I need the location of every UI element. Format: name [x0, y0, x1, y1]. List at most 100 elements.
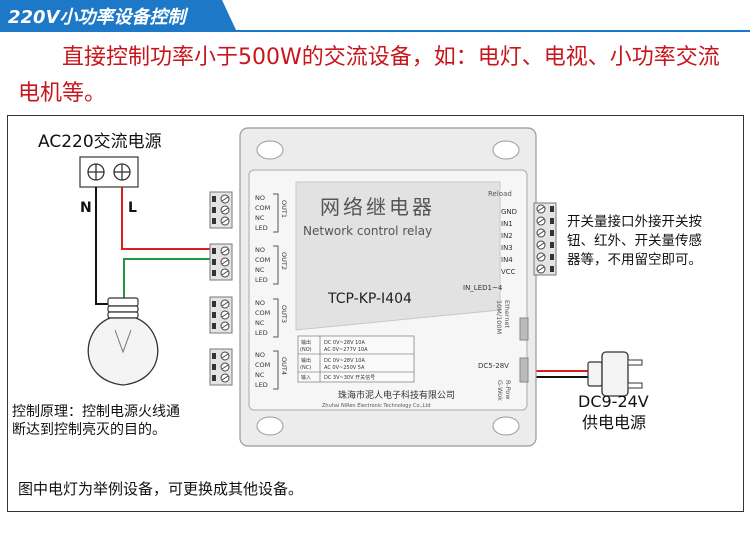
relay-pin-label: NO [255, 246, 265, 254]
spec-line: AC 0V~277V 10A [324, 347, 368, 353]
ethernet-label: Ethernet [503, 300, 511, 328]
relay-pin-label: NC [255, 319, 265, 327]
power-line2: 供电电源 [582, 413, 646, 432]
wire-slot [212, 218, 216, 224]
gwok-label: G-Wok [496, 380, 504, 401]
rpow-label: R-Pow [504, 380, 512, 400]
reload-label: Reload [488, 190, 512, 198]
relay-bracket [273, 245, 279, 285]
screw-slot [221, 312, 229, 318]
screw-slot [221, 364, 229, 370]
input-label: IN1 [501, 220, 513, 228]
mount-hole-tr [492, 140, 520, 160]
header-tab [0, 0, 236, 30]
wire-slot [212, 323, 216, 329]
wire-slot [550, 254, 554, 260]
screw-slot [221, 301, 229, 307]
spec-line: DC 0V~28V 10A [324, 340, 365, 346]
relay-pin-label: LED [255, 224, 268, 232]
wire-slot [212, 270, 216, 276]
relay-bracket [273, 193, 279, 233]
screw-slot [221, 259, 229, 265]
spec-table: 输出 (NO) DC 0V~28V 10A AC 0V~277V 10A 输出 … [297, 335, 415, 383]
header-title: 220V小功率设备控制 [8, 7, 186, 28]
screw-slot [537, 242, 545, 248]
input-label: IN4 [501, 256, 513, 264]
relay-name: OUT2 [280, 252, 288, 270]
relay-pin-label: NO [255, 351, 265, 359]
switch-note-line2: 钮、红外、开关量传感 [567, 232, 702, 249]
ethernet-port [519, 317, 529, 341]
dc-port [519, 357, 529, 383]
spec-sub: (NO) [300, 347, 312, 353]
relay-bracket [273, 298, 279, 338]
wire-slot [212, 375, 216, 381]
wire-slot [550, 266, 554, 272]
live-wire [121, 187, 214, 250]
relay-name: OUT4 [280, 357, 288, 375]
neutral-wire [95, 187, 112, 305]
relay-pin-label: NC [255, 371, 265, 379]
mount-hole-bl [256, 416, 284, 436]
spec-line: DC 0V~28V 10A [324, 358, 365, 364]
relay-name: OUT3 [280, 305, 288, 323]
relay-channel: NO COM NC LED OUT2 [209, 243, 288, 285]
relay-pin-label: LED [255, 329, 268, 337]
relay-pin-label: COM [255, 204, 270, 212]
relay-pin-label: LED [255, 276, 268, 284]
wire-slot [212, 353, 216, 359]
screw-slot [221, 353, 229, 359]
screw-slot [221, 218, 229, 224]
screw-slot [537, 206, 545, 212]
l-terminal-icon [113, 163, 131, 181]
wire-slot [212, 301, 216, 307]
spec-line: DC 3V~30V 开关信号 [324, 374, 375, 381]
relay-pin-label: COM [255, 361, 270, 369]
mount-hole-tl [256, 140, 284, 160]
relay-pin-label: NC [255, 214, 265, 222]
relay-pin-label: NO [255, 299, 265, 307]
company-en: Zhuhai NiRen Electronic Technology Co.,L… [322, 403, 431, 409]
switched-wire [123, 258, 214, 300]
input-label: IN3 [501, 244, 513, 252]
spec-tag: 输入 [301, 374, 311, 381]
principle-line2: 断达到控制亮灭的目的。 [12, 421, 166, 438]
screw-slot [221, 323, 229, 329]
l-label: L [128, 200, 137, 216]
relay-pin-label: COM [255, 256, 270, 264]
wire-slot [212, 196, 216, 202]
intro-text: 直接控制功率小于500W的交流设备，如：电灯、电视、小功率交流电机等。 [18, 45, 720, 106]
screw-slot [221, 248, 229, 254]
principle-line1: 控制原理：控制电源火线通 [12, 404, 180, 420]
header-bar [0, 0, 750, 32]
relay-name: OUT1 [280, 200, 288, 218]
company-cn: 珠海市泥人电子科技有限公司 [338, 389, 455, 401]
relay-pin-label: NC [255, 266, 265, 274]
device-title-en: Network control relay [303, 224, 432, 238]
screw-slot [537, 230, 545, 236]
spec-tag: 输出 [301, 339, 311, 346]
screw-slot [221, 270, 229, 276]
footnote: 图中电灯为举例设备，可更换成其他设备。 [18, 480, 304, 498]
wire-slot [550, 206, 554, 212]
relay-outputs: NOCOMNCLEDOUT1NOCOMNCLEDOUT2NOCOMNCLEDOU… [209, 191, 288, 390]
wire-slot [550, 218, 554, 224]
mount-hole-br [492, 416, 520, 436]
screw-slot [537, 266, 545, 272]
in-led-label: IN_LED1~4 [463, 284, 503, 292]
relay-pin-label: NO [255, 194, 265, 202]
wire-slot [212, 364, 216, 370]
wire-slot [212, 248, 216, 254]
spec-line: AC 0V~250V 5A [324, 365, 365, 371]
wire-slot [212, 312, 216, 318]
device-title-cn: 网络继电器 [320, 195, 435, 219]
dc-plug-icon [587, 351, 643, 397]
relay-device: 网络继电器 Network control relay TCP-KP-I404 … [239, 127, 537, 447]
screw-slot [537, 254, 545, 260]
screw-slot [537, 218, 545, 224]
ac-source-label: AC220交流电源 [38, 132, 162, 152]
spec-sub: (NC) [300, 365, 311, 371]
